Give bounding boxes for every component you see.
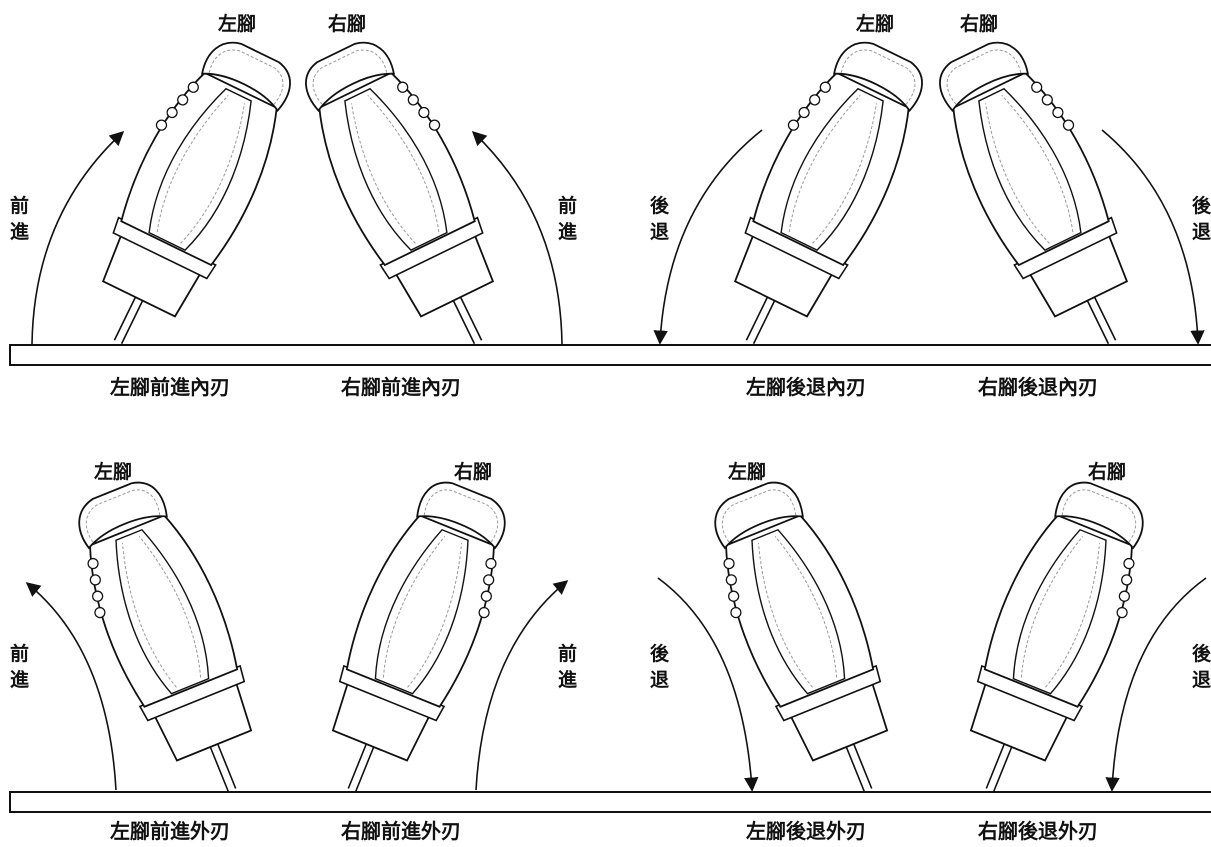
caption-right-forward-outside: 右腳前進外刃 (341, 819, 461, 843)
foot-label-right: 右腳 (1087, 460, 1126, 483)
direction-label-backward-1: 後 (650, 194, 670, 217)
direction-label-forward-2: 進 (10, 669, 29, 691)
arrow-forward-top-left (31, 131, 125, 345)
caption-right-backward-inside: 右腳後退內刃 (978, 375, 1098, 399)
arrow-backward-bottom-left (657, 577, 759, 792)
boot-top-3 (694, 24, 944, 368)
boot-top-4 (918, 24, 1168, 368)
arrow-forward-bottom-left (25, 582, 117, 791)
boot-bottom-3 (689, 469, 922, 814)
arrow-forward-top-right (471, 131, 563, 345)
foot-label-right: 右腳 (959, 12, 998, 35)
boot-bottom-1 (53, 469, 286, 814)
caption-left-backward-outside: 左腳後退外刃 (746, 819, 866, 843)
boot-top-2 (284, 24, 534, 368)
foot-label-right: 右腳 (327, 12, 366, 35)
arrow-backward-top-right (1101, 129, 1205, 345)
ice-surface-bottom (9, 791, 1211, 813)
direction-label-backward-2: 退 (1192, 221, 1211, 243)
direction-label-backward-1: 後 (650, 642, 670, 665)
foot-label-left: 左腳 (728, 460, 766, 483)
direction-label-backward-2: 退 (1192, 669, 1211, 691)
caption-left-forward-outside: 左腳前進外刃 (110, 819, 230, 843)
caption-right-backward-outside: 右腳後退外刃 (978, 819, 1098, 843)
direction-label-backward-2: 退 (650, 669, 669, 691)
caption-left-backward-inside: 左腳後退內刃 (746, 375, 866, 399)
caption-left-forward-inside: 左腳前進內刃 (110, 375, 230, 399)
direction-label-backward-1: 後 (1192, 642, 1211, 665)
top-row: 左腳 右腳 左腳 右腳 前 進 前 進 後 退 後 退 左腳前進內刃 右腳前進內… (9, 12, 1211, 399)
direction-label-forward-2: 進 (558, 669, 577, 691)
foot-label-left: 左腳 (94, 460, 132, 483)
foot-label-left: 左腳 (218, 12, 256, 35)
direction-label-forward-1: 前 (558, 642, 577, 665)
direction-label-forward-2: 進 (10, 221, 29, 243)
ice-surface-top (9, 344, 1211, 366)
caption-right-forward-inside: 右腳前進內刃 (341, 375, 461, 399)
direction-label-forward-1: 前 (558, 194, 577, 217)
foot-label-left: 左腳 (856, 12, 894, 35)
direction-label-backward-2: 退 (650, 221, 669, 243)
arrow-forward-bottom-right (475, 580, 569, 791)
direction-label-forward-1: 前 (10, 642, 29, 665)
boot-bottom-4 (936, 469, 1169, 814)
foot-label-right: 右腳 (453, 460, 492, 483)
direction-label-backward-1: 後 (1192, 194, 1211, 217)
boot-top-1 (62, 24, 312, 368)
arrow-backward-bottom-right (1105, 577, 1207, 792)
arrow-backward-top-left (653, 129, 763, 345)
bottom-row: 左腳 右腳 左腳 右腳 前 進 前 進 後 退 後 退 左腳前進外刃 右腳前進外… (9, 460, 1211, 843)
direction-label-forward-2: 進 (558, 221, 577, 243)
boot-bottom-2 (298, 469, 531, 814)
direction-label-forward-1: 前 (10, 194, 29, 217)
